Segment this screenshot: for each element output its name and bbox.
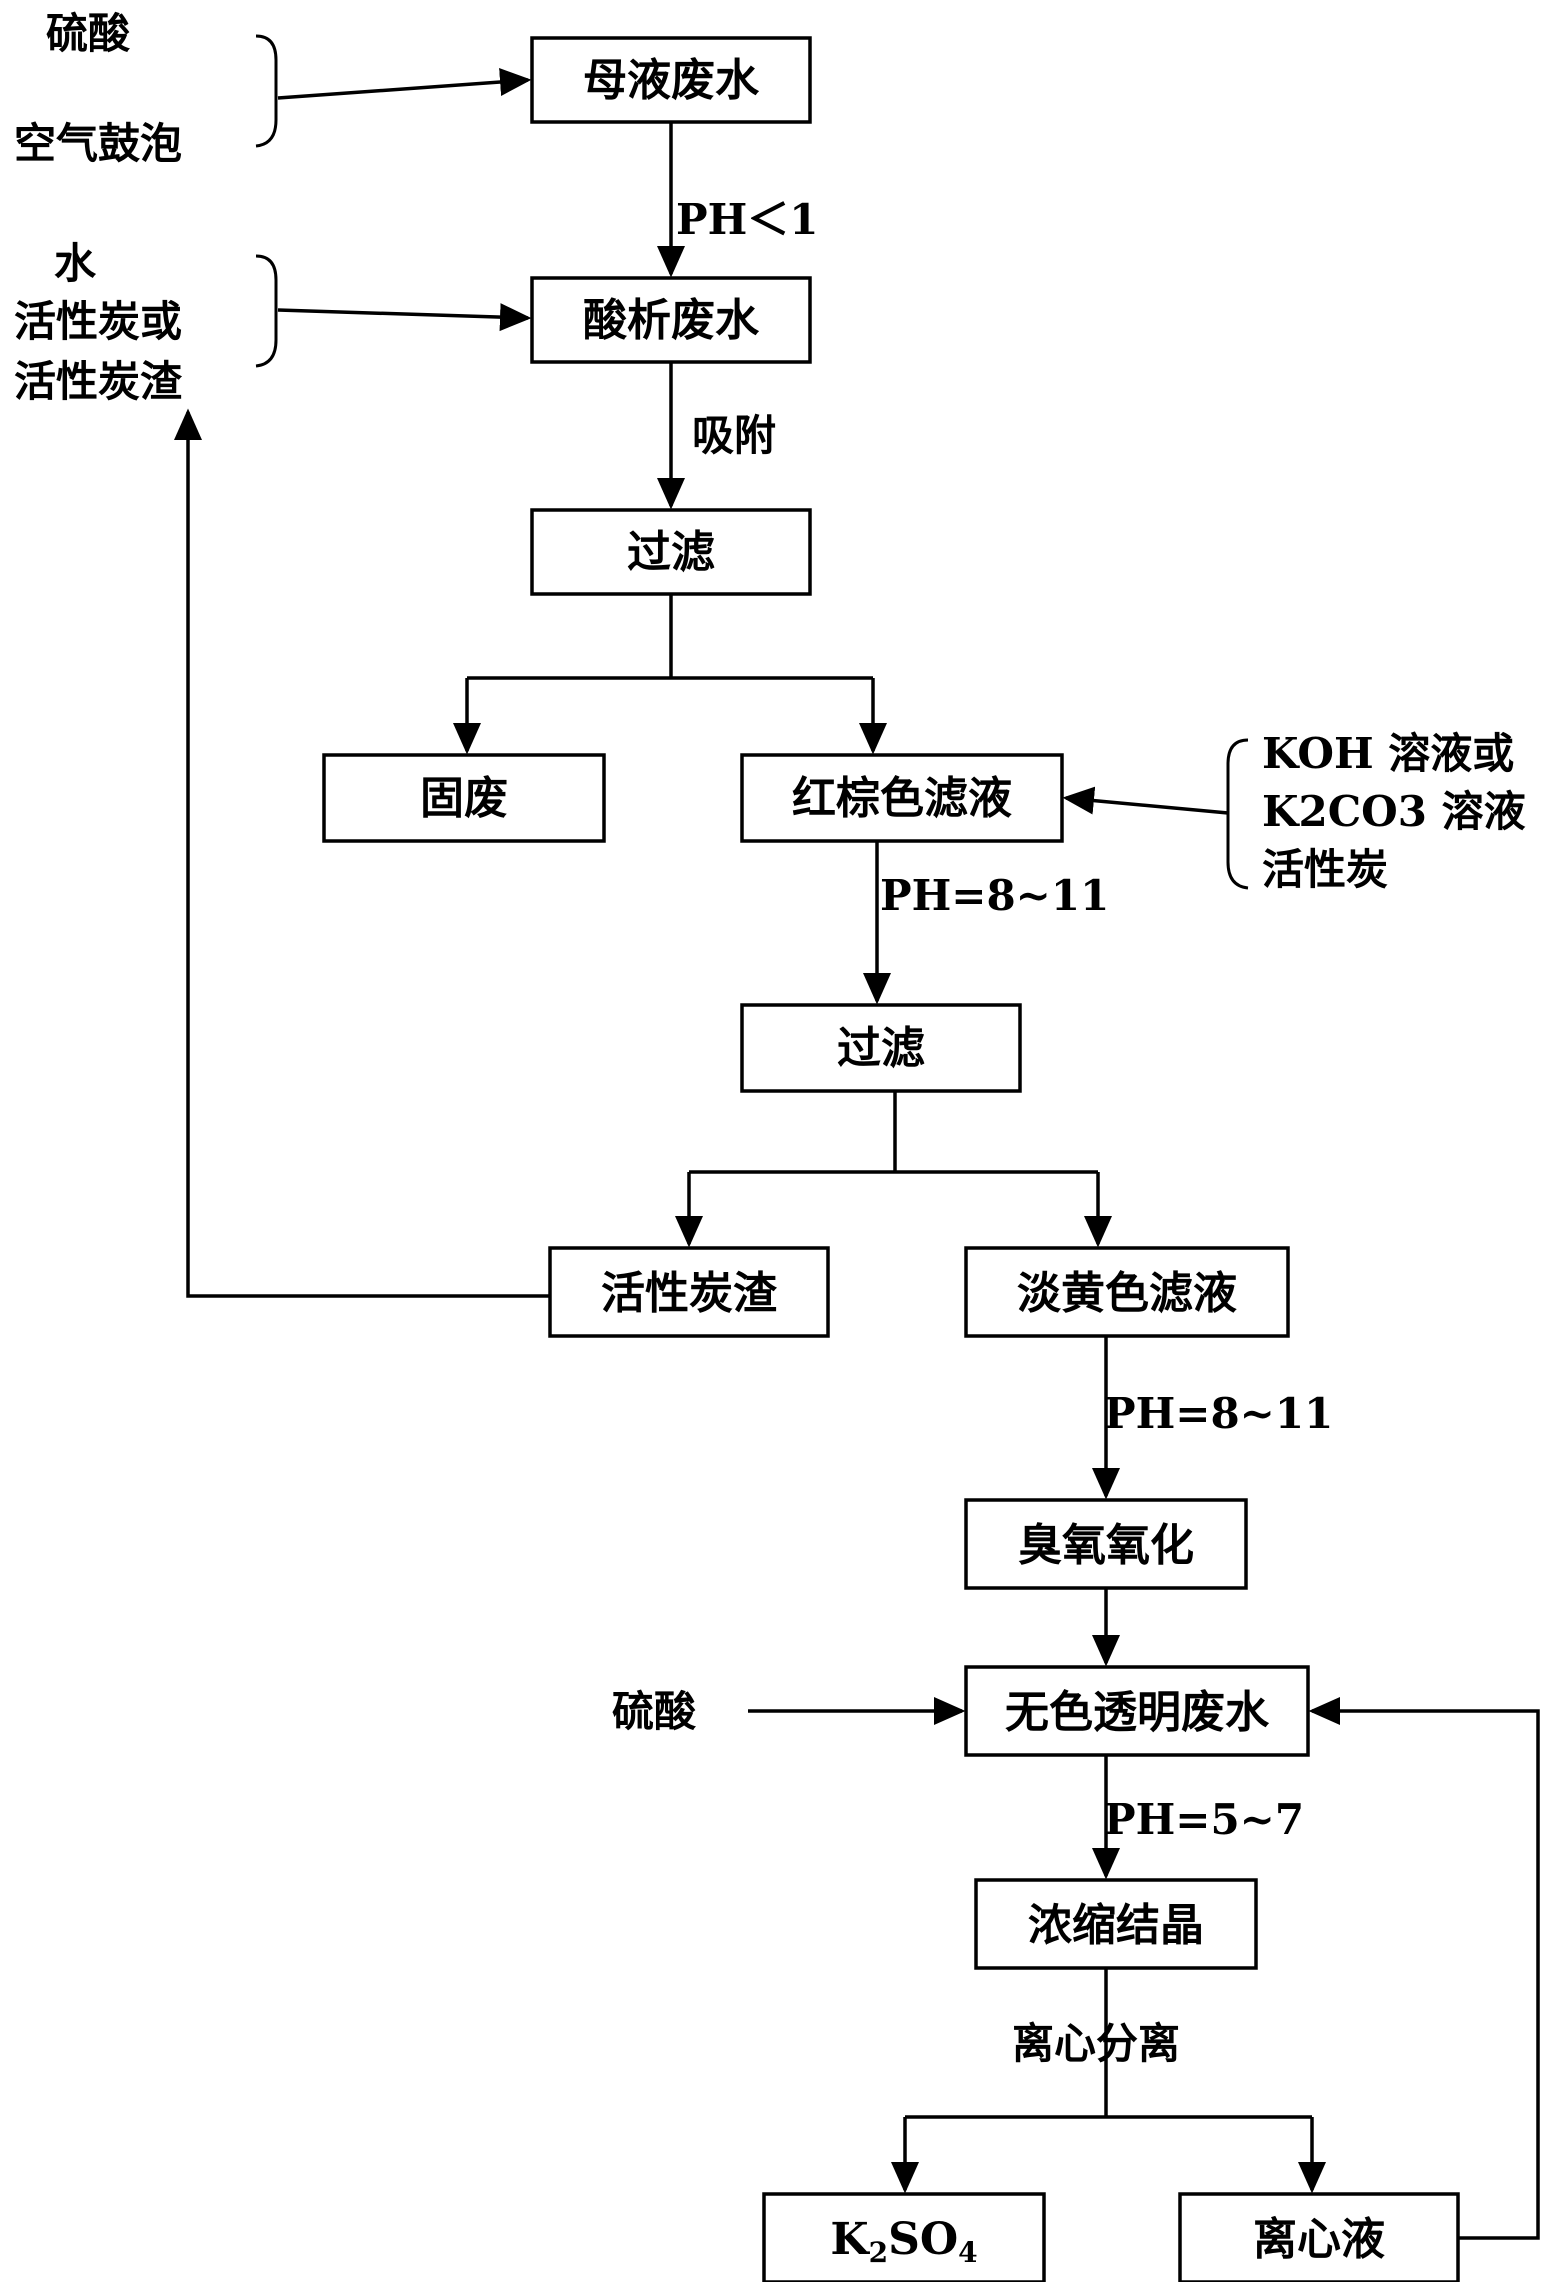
box-solid-waste-label: 固废 (420, 773, 508, 824)
box-pale-yellow-filtrate-label: 淡黄色滤液 (1017, 1268, 1237, 1319)
brace-group3 (1226, 738, 1249, 890)
box-concentrate-crystallize-label: 浓缩结晶 (1028, 1900, 1204, 1951)
box-ozone-oxidation: 臭氧氧化 (964, 1498, 1248, 1590)
label-ph-8-11-b: PH=8~11 (1104, 1389, 1333, 1438)
box-colorless-wastewater-label: 无色透明废水 (1005, 1687, 1270, 1738)
box-mother-liquor-label: 母液废水 (583, 55, 760, 106)
box-centrifugate: 离心液 (1178, 2192, 1460, 2282)
brace-group2 (255, 254, 278, 368)
box-k2so4: K2SO4 (762, 2192, 1046, 2282)
arrow-input-group1 (277, 68, 532, 100)
box-acid-wastewater: 酸析废水 (530, 276, 812, 364)
arrow-carbon-residue-recycle (174, 408, 550, 1298)
input-sulfuric-acid: 硫酸 (46, 9, 131, 58)
box-filter-2-label: 过滤 (837, 1023, 925, 1074)
input-sulfuric-acid-2: 硫酸 (612, 1687, 697, 1736)
box-mother-liquor: 母液废水 (530, 36, 812, 124)
box-filter-2: 过滤 (740, 1003, 1022, 1093)
arrow-input-group2 (277, 303, 532, 332)
input-water: 水 (54, 239, 97, 288)
box-red-brown-filtrate-label: 红棕色滤液 (792, 773, 1012, 824)
input-activated-carbon-or: 活性炭或 (14, 297, 182, 346)
box-k2so4-label: K2SO4 (830, 2214, 977, 2269)
input-activated-carbon: 活性炭 (1262, 845, 1388, 894)
box-ozone-oxidation-label: 臭氧氧化 (1018, 1520, 1194, 1571)
brace-group1 (255, 34, 278, 148)
label-ph-lt-1: PH＜1 (676, 195, 819, 244)
input-k2co3-solution: K2CO3 溶液 (1262, 787, 1526, 836)
label-centrifuge: 离心分离 (1012, 2019, 1180, 2068)
box-centrifugate-label: 离心液 (1253, 2214, 1385, 2265)
box-red-brown-filtrate: 红棕色滤液 (740, 753, 1064, 843)
box-carbon-residue: 活性炭渣 (548, 1246, 830, 1338)
box-solid-waste: 固废 (322, 753, 606, 843)
box-filter-1-label: 过滤 (627, 527, 715, 578)
label-adsorb: 吸附 (692, 411, 776, 460)
box-acid-wastewater-label: 酸析废水 (583, 295, 760, 346)
label-ph-5-7: PH=5~7 (1104, 1795, 1304, 1844)
box-concentrate-crystallize: 浓缩结晶 (974, 1878, 1258, 1970)
arrow-input-group3 (1062, 786, 1229, 815)
input-air-bubbling: 空气鼓泡 (14, 119, 182, 168)
box-colorless-wastewater: 无色透明废水 (964, 1665, 1310, 1757)
label-ph-8-11-a: PH=8~11 (880, 871, 1109, 920)
box-pale-yellow-filtrate: 淡黄色滤液 (964, 1246, 1290, 1338)
box-filter-1: 过滤 (530, 508, 812, 596)
input-koh-solution: KOH 溶液或 (1262, 729, 1514, 778)
input-activated-carbon-residue: 活性炭渣 (14, 357, 183, 406)
box-carbon-residue-label: 活性炭渣 (601, 1268, 778, 1319)
arrow-centrifugate-recycle (1308, 1697, 1540, 2240)
